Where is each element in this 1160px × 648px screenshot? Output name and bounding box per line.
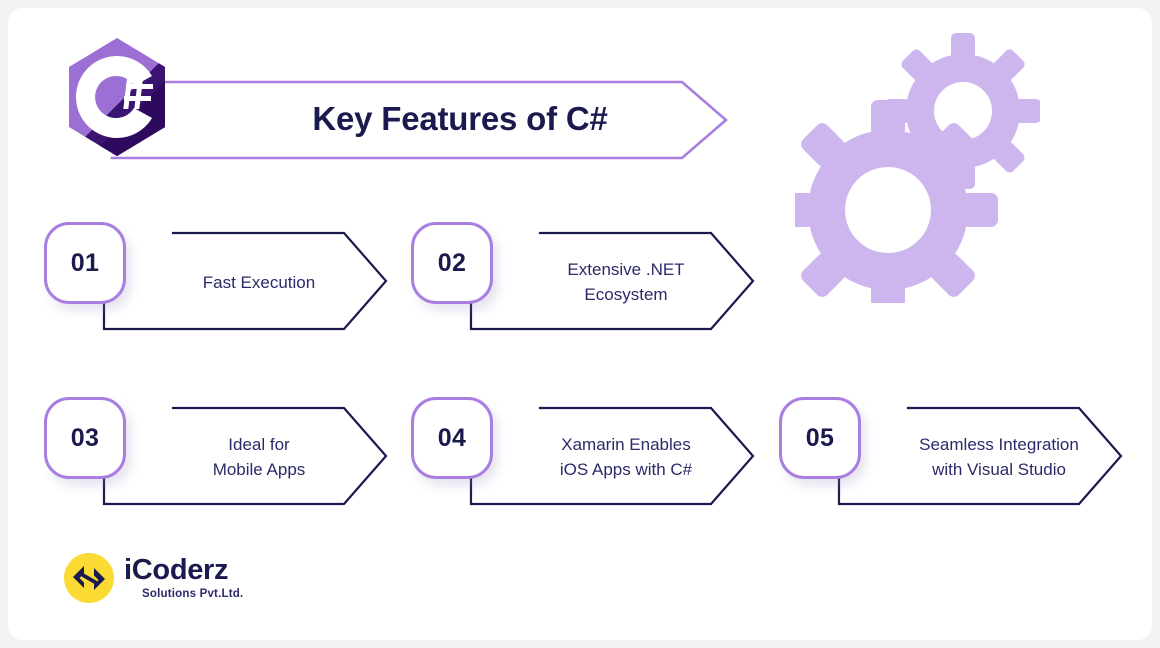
feature-badge-03[interactable]: 03	[44, 397, 126, 479]
feature-arrow-outline	[469, 406, 755, 506]
feature-badge-05[interactable]: 05	[779, 397, 861, 479]
feature-item-01[interactable]: 01 Fast Execution	[44, 222, 389, 340]
feature-badge-02[interactable]: 02	[411, 222, 493, 304]
feature-label: Xamarin Enables iOS Apps with C#	[559, 435, 693, 479]
feature-label: Fast Execution	[202, 273, 316, 292]
feature-badge-01[interactable]: 01	[44, 222, 126, 304]
feature-item-05[interactable]: 05 Seamless Integration with Visual Stud…	[779, 397, 1124, 515]
feature-item-04[interactable]: 04 Xamarin Enables iOS Apps with C#	[411, 397, 756, 515]
csharp-hash-icon	[123, 77, 153, 109]
feature-label: Seamless Integration with Visual Studio	[919, 435, 1079, 479]
feature-item-03[interactable]: 03 Ideal for Mobile Apps	[44, 397, 389, 515]
feature-arrow-outline	[102, 406, 388, 506]
feature-number: 03	[70, 423, 100, 452]
feature-label: Ideal for Mobile Apps	[212, 435, 306, 479]
feature-label: Extensive .NET Ecosystem	[567, 260, 685, 304]
feature-arrow-outline	[837, 406, 1123, 506]
brand-tagline: Solutions Pvt.Ltd.	[142, 588, 244, 600]
csharp-letter-c	[75, 55, 152, 139]
feature-item-02[interactable]: 02 Extensive .NET Ecosystem	[411, 222, 756, 340]
feature-number: 05	[805, 423, 835, 452]
feature-number: 01	[70, 248, 100, 277]
feature-number: 04	[437, 423, 467, 452]
brand-name: iCoderz	[124, 554, 229, 586]
brand-logo[interactable]: iCoderz Solutions Pvt.Ltd.	[64, 550, 294, 610]
feature-badge-04[interactable]: 04	[411, 397, 493, 479]
csharp-logo	[66, 38, 168, 156]
feature-arrow-outline	[102, 231, 388, 331]
icoderz-mark-icon	[64, 553, 114, 603]
page-title: Key Features of C#	[312, 100, 608, 137]
feature-number: 02	[437, 248, 467, 277]
feature-arrow-outline	[469, 231, 755, 331]
title-banner: Key Features of C#	[110, 78, 730, 162]
